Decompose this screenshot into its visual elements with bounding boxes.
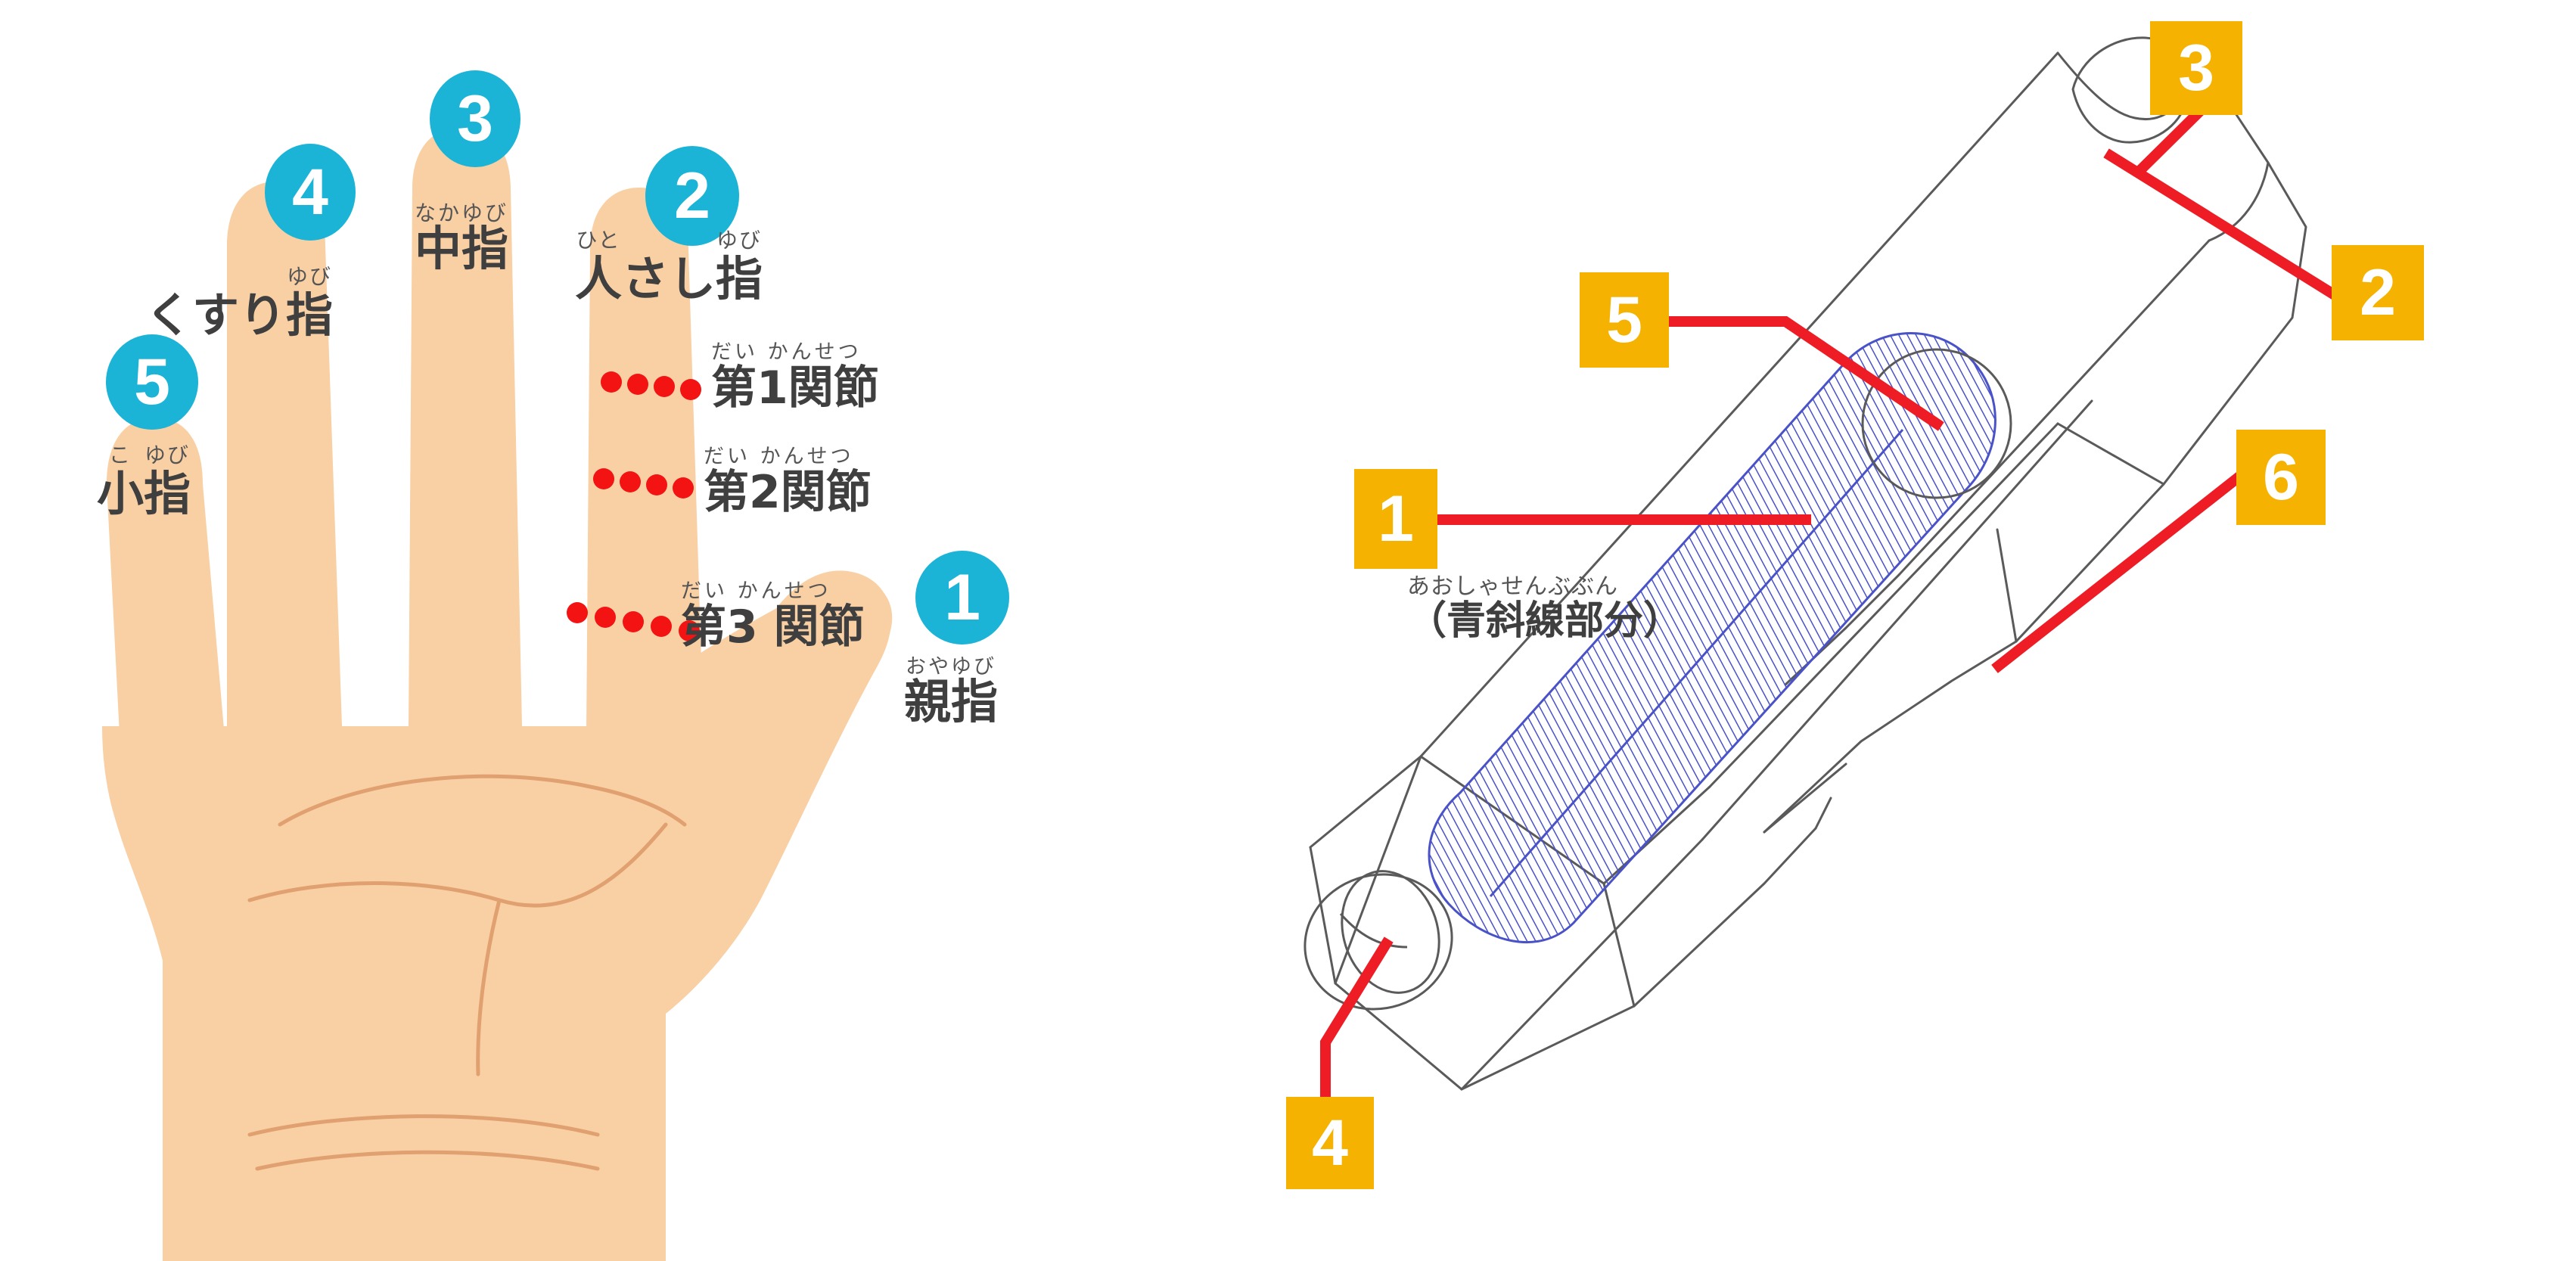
joint-dot-row-1 <box>601 371 701 400</box>
clipper-pivot-circle <box>1861 348 2012 499</box>
blue-hatch-caption-base: （青斜線部分） <box>1407 598 1683 644</box>
leader-line-6 <box>1991 469 2247 673</box>
hand-badge-2-label: 2 <box>674 160 710 232</box>
leader-line-5 <box>1663 316 1944 431</box>
finger-label-index-base-c: 指 <box>716 251 763 306</box>
blue-hatch-caption-ruby: あおしゃせんぶぶん <box>1407 573 1618 600</box>
joint-label-3-ruby: だい かんせつ <box>681 579 831 603</box>
joint-label-2-ruby: だい かんせつ <box>704 445 854 468</box>
joint-label-2-base: 第2関節 <box>704 466 872 519</box>
clipper-keyring-hole <box>1304 870 1453 1011</box>
clipper-badge-2-label: 2 <box>2360 256 2396 329</box>
finger-label-little-base-b: 指 <box>144 466 191 521</box>
joint-label-1-ruby: だい かんせつ <box>711 340 862 364</box>
hand-diagram-panel: 1 2 3 4 5 こ 小 ゆび 指 くすり <box>0 0 1180 1261</box>
finger-label-ring: くすり ゆび 指 <box>145 263 333 339</box>
finger-label-middle-ruby: なかゆび <box>415 200 509 225</box>
finger-label-thumb-base: 親指 <box>904 674 999 729</box>
finger-label-index: ひと 人 さし ゆび 指 <box>575 227 763 303</box>
clipper-badge-5-label: 5 <box>1606 284 1642 356</box>
clipper-badge-1[interactable]: 1 <box>1354 469 1437 569</box>
hand-shape <box>102 127 893 1261</box>
clipper-badge-3[interactable]: 3 <box>2150 21 2242 115</box>
joint-label-2: だい かんせつ 第2関節 <box>704 446 872 515</box>
joint-dot-row-3 <box>567 602 700 641</box>
clipper-badge-6[interactable]: 6 <box>2236 430 2326 525</box>
hand-badge-3[interactable]: 3 <box>430 70 520 167</box>
clipper-outline <box>1309 36 2307 1091</box>
hand-badge-1[interactable]: 1 <box>915 551 1009 644</box>
clipper-diagram-panel: 1 2 3 4 5 6 あおしゃせんぶぶん （青斜線部分） <box>1180 0 2576 1261</box>
leader-line-4 <box>1320 936 1394 1104</box>
clipper-badge-2[interactable]: 2 <box>2332 245 2424 340</box>
joint-label-1-base: 第1関節 <box>711 362 879 415</box>
hand-badge-1-label: 1 <box>944 561 980 634</box>
blue-hatched-area <box>1428 332 1996 943</box>
finger-label-index-base-a: 人 <box>575 251 623 306</box>
clipper-badge-4-label: 4 <box>1312 1107 1348 1179</box>
hand-badge-3-label: 3 <box>457 82 493 155</box>
hand-badge-4[interactable]: 4 <box>265 144 356 241</box>
hand-illustration <box>102 127 893 1261</box>
finger-label-index-ruby-b: ゆび <box>716 228 763 253</box>
finger-label-thumb-ruby: おやゆび <box>906 655 996 679</box>
finger-label-thumb: おやゆび 親指 <box>904 657 998 725</box>
clipper-badge-1-label: 1 <box>1378 483 1414 555</box>
finger-label-little-ruby-b: ゆび <box>144 443 191 467</box>
leader-line-3 <box>2135 98 2213 175</box>
finger-label-little-ruby-a: こ <box>109 443 132 467</box>
blue-hatch-caption: あおしゃせんぶぶん （青斜線部分） <box>1407 575 1683 641</box>
joint-label-3-base: 第3 関節 <box>681 601 865 654</box>
joint-dot-row-2 <box>593 468 694 498</box>
finger-label-little: こ 小 ゆび 指 <box>97 445 191 517</box>
hand-badge-5[interactable]: 5 <box>106 334 198 430</box>
hand-badge-2[interactable]: 2 <box>645 146 739 246</box>
clipper-badge-4[interactable]: 4 <box>1286 1097 1374 1189</box>
hand-badge-4-label: 4 <box>292 156 328 228</box>
finger-label-ring-ruby: ゆび <box>287 264 333 289</box>
finger-label-ring-stem: くすり <box>145 287 287 343</box>
clipper-badge-3-label: 3 <box>2178 32 2214 104</box>
leader-line-2 <box>2103 148 2342 303</box>
finger-label-middle: なかゆび 中指 <box>415 203 508 272</box>
clipper-badge-5[interactable]: 5 <box>1580 272 1669 368</box>
nail-clipper-illustration <box>1304 36 2342 1104</box>
clipper-badge-6-label: 6 <box>2263 441 2299 514</box>
finger-label-little-base-a: 小 <box>97 466 144 521</box>
finger-label-index-base-b: さし <box>622 251 716 306</box>
hand-badge-5-label: 5 <box>134 346 170 418</box>
joint-label-3: だい かんせつ 第3 関節 <box>681 581 865 650</box>
joint-label-1: だい かんせつ 第1関節 <box>711 342 879 411</box>
finger-label-middle-base: 中指 <box>415 221 509 276</box>
leader-lines <box>1320 98 2342 1104</box>
finger-label-index-ruby-a: ひと <box>576 228 621 253</box>
finger-label-ring-tail: 指 <box>286 287 334 343</box>
